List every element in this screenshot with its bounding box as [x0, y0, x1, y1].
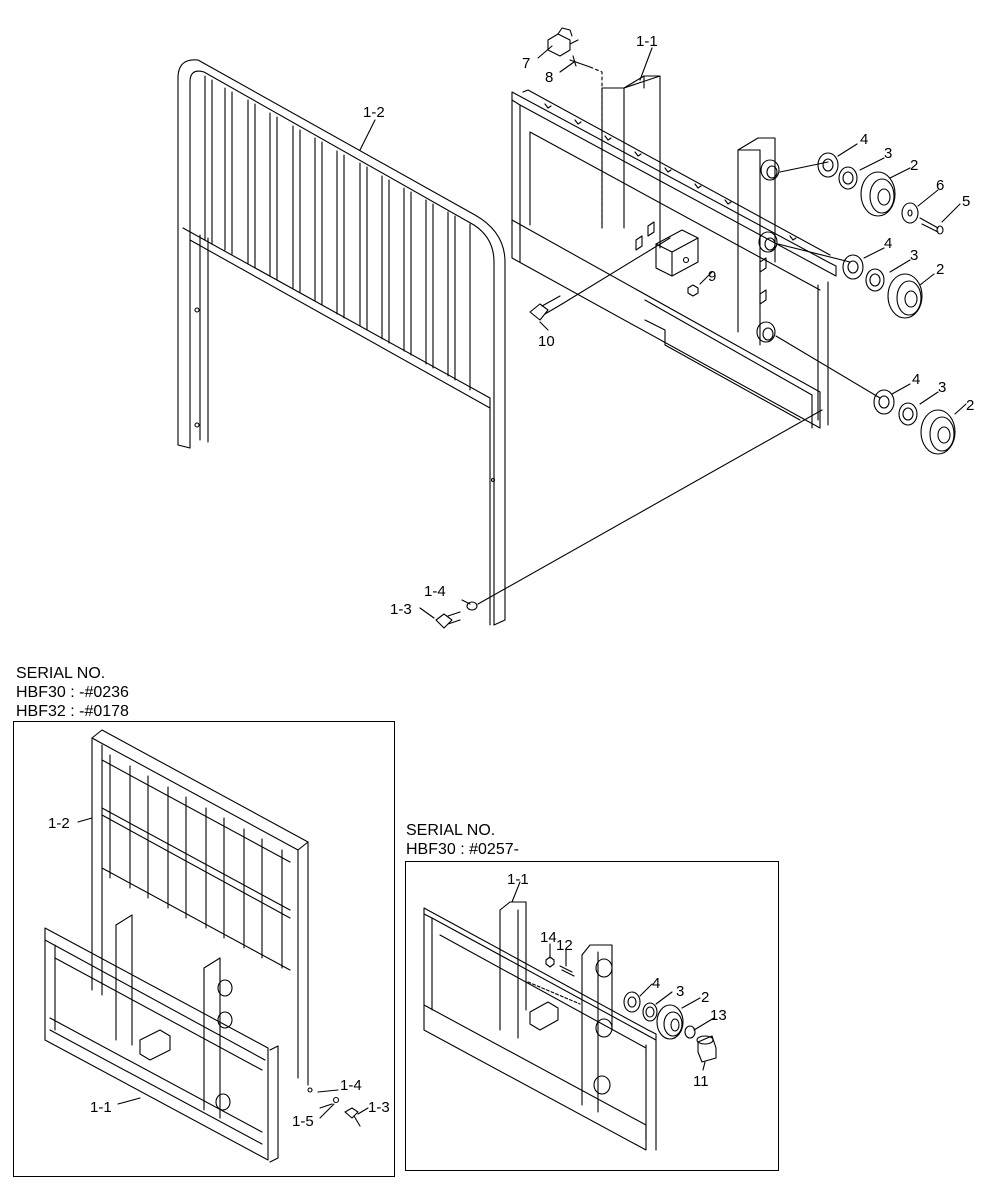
serial-title: SERIAL NO.: [16, 665, 106, 682]
callout-label: 1-2: [363, 104, 385, 121]
callout-label: 3: [676, 983, 684, 1000]
serial-number-block-a: SERIAL NO. HBF30 : -#0236 HBF32 : -#0178: [16, 664, 129, 721]
callout-label: 13: [710, 1007, 727, 1024]
callout-label: 1-4: [340, 1077, 362, 1094]
grease-fitting-drawing: [547, 27, 603, 229]
callout-label: 1-3: [390, 601, 412, 618]
callout-label: 2: [966, 397, 974, 414]
serial-title: SERIAL NO.: [406, 822, 496, 839]
callout-label: 3: [884, 145, 892, 162]
callout-label: 1-1: [90, 1099, 112, 1116]
callout-label: 2: [701, 989, 709, 1006]
inset-a-labels: 1-2 1-1 1-4 1-5 1-3: [48, 815, 390, 1130]
backrest-bolt-drawing: [435, 409, 823, 629]
callout-label: 7: [522, 55, 530, 72]
inset-b-labels: 1-1 14 12 4 3 2 13 11: [507, 871, 727, 1090]
callout-label: 1-3: [368, 1099, 390, 1116]
serial-number-block-b: SERIAL NO. HBF30 : #0257-: [406, 821, 519, 859]
callout-label: 1-1: [507, 871, 529, 888]
callout-label: 4: [652, 975, 660, 992]
callout-label: 1-5: [292, 1113, 314, 1130]
callout-label: 12: [556, 937, 573, 954]
callout-label: 3: [938, 379, 946, 396]
callout-label: 3: [910, 247, 918, 264]
serial-line: HBF30 : #0257-: [406, 841, 519, 858]
callout-label: 1-2: [48, 815, 70, 832]
callout-label: 1-1: [636, 33, 658, 50]
fork-carriage-drawing: [511, 75, 837, 429]
callout-label: 5: [962, 193, 970, 210]
callout-label: 8: [545, 69, 553, 86]
callout-label: 11: [693, 1073, 709, 1090]
inset-b-drawing: [423, 881, 717, 1151]
callout-label: 4: [884, 235, 892, 252]
callout-label: 4: [860, 131, 868, 148]
callout-label: 2: [910, 157, 918, 174]
callout-label: 14: [540, 929, 557, 946]
inset-frame-b: [405, 861, 779, 1171]
main-leader-lines: [359, 45, 967, 619]
callout-label: 6: [936, 177, 944, 194]
roller-set-lower: [775, 335, 956, 455]
serial-line: HBF32 : -#0178: [16, 703, 129, 720]
inset-frame-a: [13, 721, 395, 1177]
callout-label: 10: [538, 333, 555, 350]
callout-label: 4: [912, 371, 920, 388]
serial-line: HBF30 : -#0236: [16, 684, 129, 701]
roller-set-upper: [779, 152, 944, 235]
load-backrest-drawing: [177, 59, 506, 626]
callout-label: 2: [936, 261, 944, 278]
callout-label: 1-4: [424, 583, 446, 600]
main-labels: 1-1 1-2 7 8 4 3 2 6 5 4 3 2 9 10 4 3 2 1…: [363, 33, 974, 618]
callout-label: 9: [708, 268, 716, 285]
inset-a-drawing: [44, 729, 369, 1163]
bolt-and-nut-drawing: [529, 237, 699, 321]
roller-set-middle: [777, 243, 923, 319]
